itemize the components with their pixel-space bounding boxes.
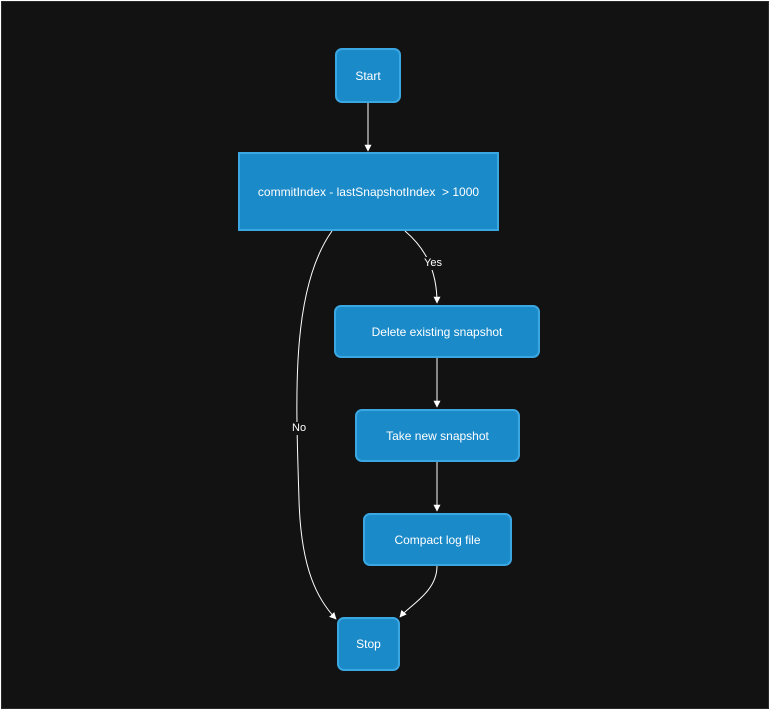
node-delete-snapshot-label: Delete existing snapshot [371, 324, 503, 339]
node-take-snapshot-label: Take new snapshot [386, 428, 489, 443]
node-stop-label: Stop [356, 637, 381, 651]
node-start[interactable]: Start [335, 48, 401, 103]
edge-condition-stop [296, 230, 337, 620]
node-stop[interactable]: Stop [337, 617, 400, 671]
node-condition-label: commitIndex - lastSnapshotIndex > 1000 [257, 184, 480, 199]
edge-label-no: No [291, 422, 308, 435]
node-compact-log[interactable]: Compact log file [363, 513, 512, 566]
node-compact-log-label: Compact log file [394, 532, 481, 547]
edge-label-yes: Yes [423, 257, 443, 270]
node-take-snapshot[interactable]: Take new snapshot [355, 409, 520, 462]
edge-compact-stop [399, 565, 438, 618]
node-start-label: Start [355, 68, 381, 83]
node-condition[interactable]: commitIndex - lastSnapshotIndex > 1000 [238, 152, 499, 231]
node-delete-snapshot[interactable]: Delete existing snapshot [334, 305, 540, 358]
